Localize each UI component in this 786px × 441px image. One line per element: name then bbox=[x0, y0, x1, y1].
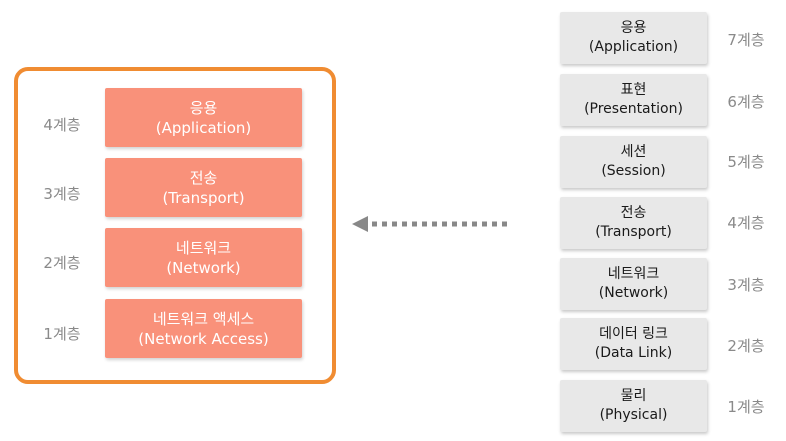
layer-name: 응용 bbox=[620, 20, 647, 36]
osi-layer-presentation: 표현 (Presentation) bbox=[560, 74, 707, 126]
tcp-layer-application: 응용 (Application) bbox=[105, 88, 302, 147]
layer-name-en: (Session) bbox=[601, 163, 666, 179]
layer-name: 물리 bbox=[620, 388, 647, 404]
osi-level-label: 6계층 bbox=[727, 93, 765, 111]
osi-layer-network: 네트워크 (Network) bbox=[560, 258, 707, 310]
osi-level-label: 2계층 bbox=[727, 337, 765, 355]
osi-layer-transport: 전송 (Transport) bbox=[560, 197, 707, 249]
layer-name: 네트워크 bbox=[175, 238, 232, 257]
osi-layer-session: 세션 (Session) bbox=[560, 136, 707, 188]
layer-name: 전송 bbox=[620, 205, 647, 221]
osi-layer-data-link: 데이터 링크 (Data Link) bbox=[560, 318, 707, 370]
layer-name-en: (Data Link) bbox=[594, 345, 673, 361]
layer-name-en: (Network) bbox=[166, 258, 241, 277]
tcp-level-label: 4계층 bbox=[43, 116, 81, 134]
layer-name: 네트워크 액세스 bbox=[152, 309, 255, 328]
layer-name: 응용 bbox=[189, 98, 218, 117]
layer-name-en: (Application) bbox=[588, 39, 679, 55]
layer-name-en: (Transport) bbox=[162, 188, 245, 207]
layer-name: 데이터 링크 bbox=[599, 326, 668, 342]
osi-level-label: 5계층 bbox=[727, 153, 765, 171]
dotted-arrow-left-icon bbox=[352, 216, 508, 232]
osi-level-label: 3계층 bbox=[727, 276, 765, 294]
osi-level-label: 1계층 bbox=[727, 398, 765, 416]
tcp-level-label: 1계층 bbox=[43, 325, 81, 343]
tcp-level-label: 2계층 bbox=[43, 254, 81, 272]
layer-name-en: (Network Access) bbox=[138, 329, 269, 348]
layer-name-en: (Physical) bbox=[599, 407, 668, 423]
tcp-layer-network: 네트워크 (Network) bbox=[105, 228, 302, 287]
layer-name-en: (Presentation) bbox=[584, 101, 683, 117]
tcp-level-label: 3계층 bbox=[43, 185, 81, 203]
osi-level-label: 7계층 bbox=[727, 31, 765, 49]
osi-layer-application: 응용 (Application) bbox=[560, 12, 707, 64]
tcp-layer-transport: 전송 (Transport) bbox=[105, 158, 302, 217]
layer-name-en: (Transport) bbox=[595, 224, 672, 240]
layer-name: 표현 bbox=[620, 82, 647, 98]
layer-name: 전송 bbox=[189, 168, 218, 187]
layer-name-en: (Application) bbox=[155, 118, 252, 137]
tcp-layer-network-access: 네트워크 액세스 (Network Access) bbox=[105, 299, 302, 358]
osi-level-label: 4계층 bbox=[727, 214, 765, 232]
layer-name-en: (Network) bbox=[598, 285, 669, 301]
layer-name: 네트워크 bbox=[607, 266, 660, 282]
layer-name: 세션 bbox=[620, 144, 647, 160]
osi-layer-physical: 물리 (Physical) bbox=[560, 380, 707, 432]
